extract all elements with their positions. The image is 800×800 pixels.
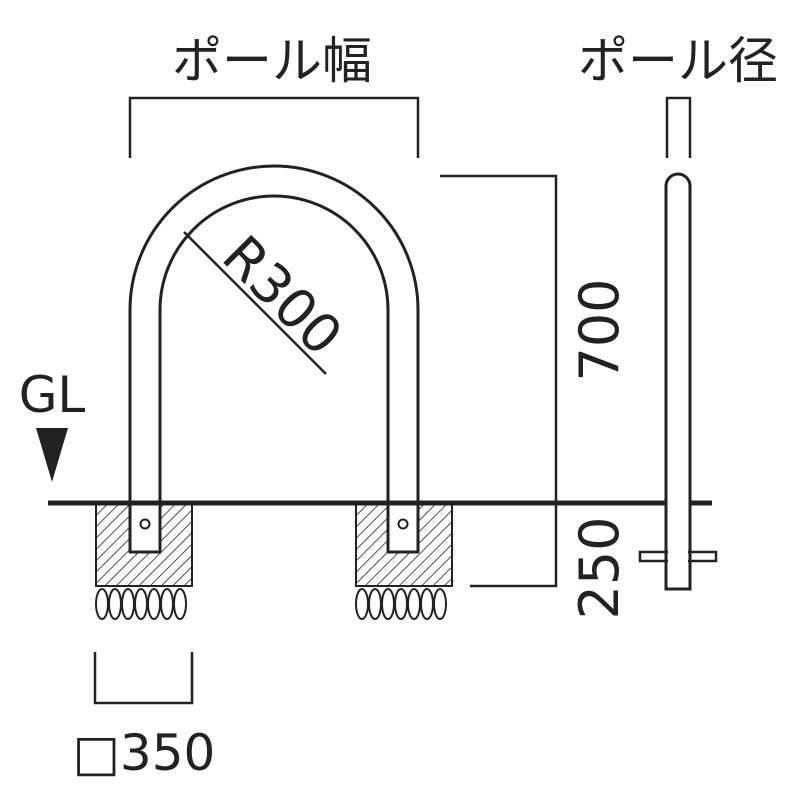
embed-depth-label: 250: [568, 516, 631, 619]
right-anchor-hole: [397, 518, 409, 530]
footing-size-bracket: [93, 652, 194, 705]
ground-level-label: GL: [19, 366, 86, 424]
side-pole: [664, 172, 692, 591]
pole-diameter-bracket: [665, 96, 692, 158]
u-pipe: [128, 164, 420, 554]
radius-leader: [183, 231, 327, 375]
radius-label: R300: [210, 224, 354, 368]
down-triangle-icon: [36, 428, 68, 482]
right-gravel: [355, 588, 447, 620]
pole-width-bracket: [128, 96, 420, 158]
pole-width-label: ポール幅: [172, 32, 372, 90]
footing-size-label: □350: [73, 724, 216, 782]
side-pole-cover: [668, 550, 688, 563]
height-dimension-line: [440, 174, 558, 588]
height-label: 700: [568, 278, 631, 381]
left-anchor-hole: [139, 518, 151, 530]
left-gravel: [95, 588, 187, 620]
pole-diameter-label: ポール径: [578, 32, 778, 90]
